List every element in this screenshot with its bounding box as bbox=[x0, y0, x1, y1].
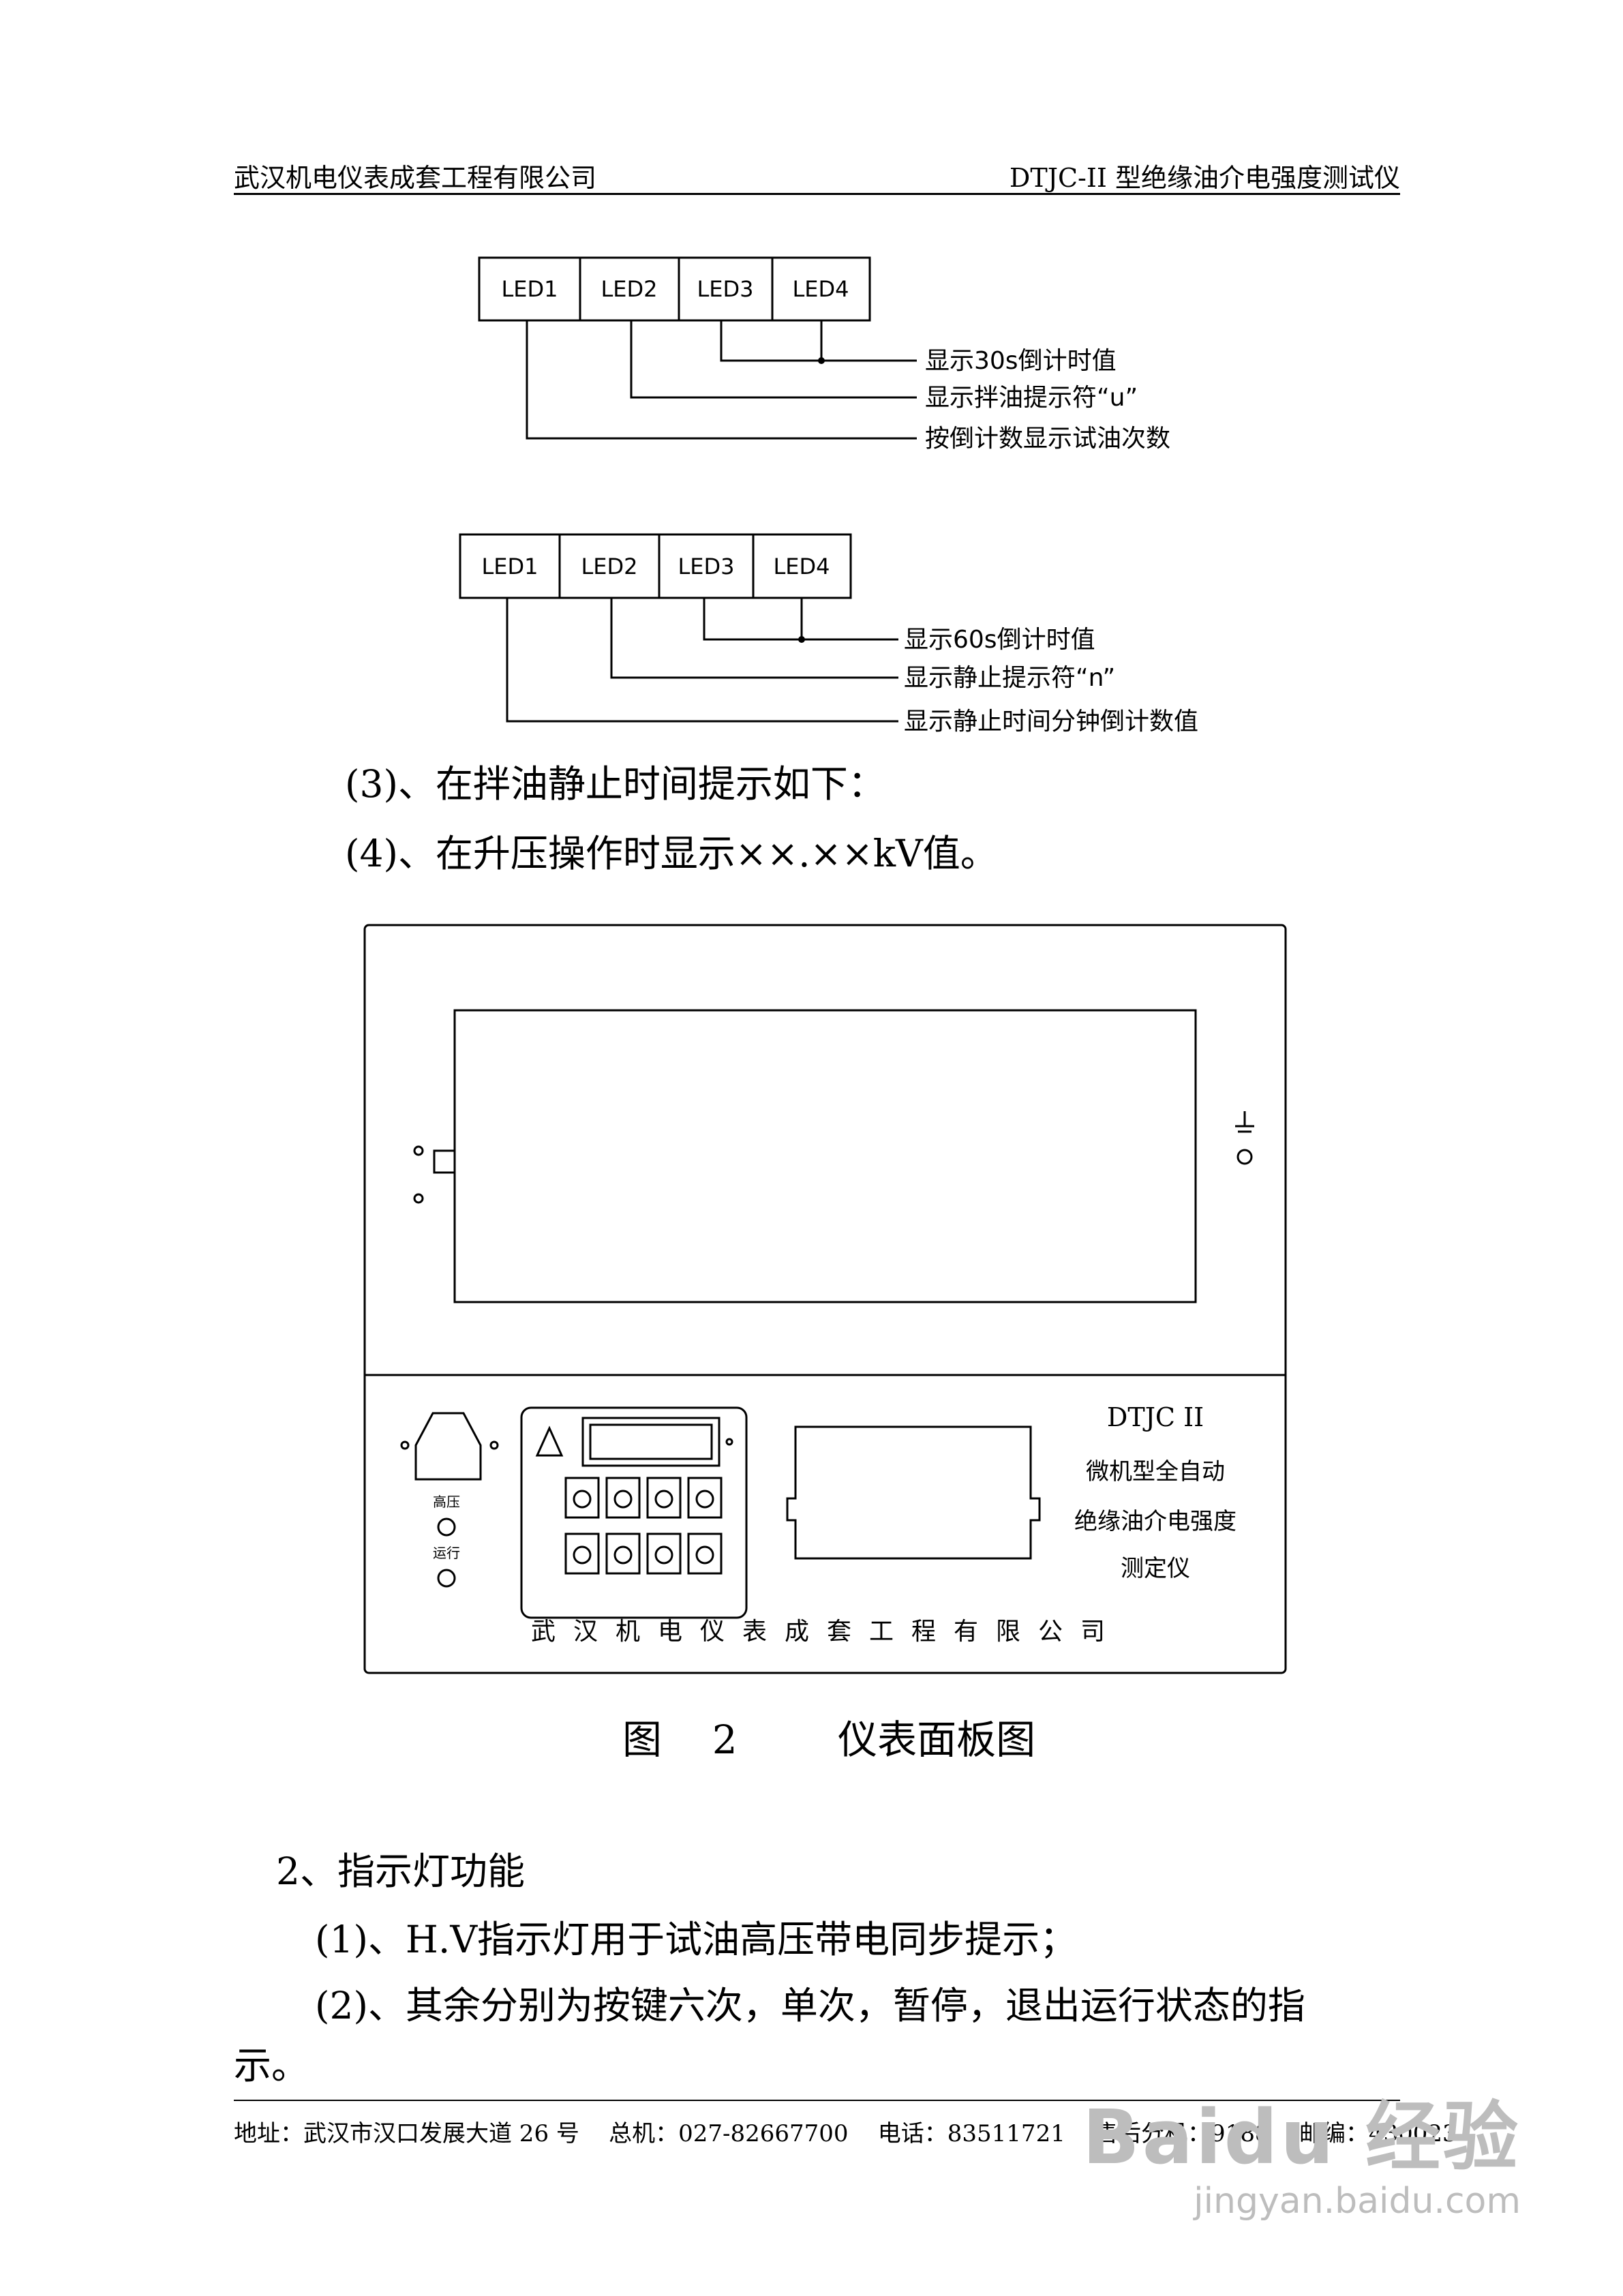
d2-cell-4: LED4 bbox=[773, 554, 830, 579]
d1-label-2: 显示拌油提示符“u” bbox=[925, 384, 1138, 412]
control-module bbox=[520, 1406, 748, 1619]
paragraph-3: (3)、在拌油静止时间提示如下： bbox=[345, 762, 885, 806]
watermark-url: jingyan.baidu.com bbox=[1194, 2181, 1521, 2222]
panel-maker: 武汉机电仪表成套工程有限公司 bbox=[531, 1618, 1123, 1646]
d1-cell-1: LED1 bbox=[501, 276, 558, 302]
d2-cell-2: LED2 bbox=[581, 554, 637, 579]
printer-slot bbox=[786, 1425, 1041, 1560]
footer-divider bbox=[234, 2100, 1400, 2101]
panel-name-line1: 微机型全自动 bbox=[1086, 1458, 1225, 1485]
watermark-brand: Baidu 经验 bbox=[1082, 2094, 1521, 2181]
power-socket bbox=[400, 1412, 499, 1481]
d2-label-1: 显示60s倒计时值 bbox=[904, 626, 1095, 654]
d2-cell-1: LED1 bbox=[481, 554, 538, 579]
run-indicator bbox=[437, 1569, 456, 1588]
hv-indicator bbox=[437, 1517, 456, 1537]
footer-info: 地址：武汉市汉口发展大道 26 号 总机：027-82667700 电话：835… bbox=[234, 2120, 1457, 2147]
run-indicator-label: 运行 bbox=[433, 1545, 460, 1561]
d1-cell-2: LED2 bbox=[601, 276, 657, 302]
panel-model: DTJC II bbox=[1107, 1402, 1204, 1432]
hv-indicator-label: 高压 bbox=[433, 1494, 460, 1510]
panel-outline bbox=[363, 924, 1287, 1674]
keypad bbox=[564, 1477, 723, 1575]
header-divider bbox=[234, 193, 1400, 195]
section-item-2-line1: (2)、其余分别为按键六次，单次，暂停，退出运行状态的指 bbox=[315, 1984, 1305, 2027]
d1-cell-3: LED3 bbox=[697, 276, 753, 302]
watermark: Baidu 经验 jingyan.baidu.com bbox=[1082, 2076, 1521, 2222]
panel-name-line3: 测定仪 bbox=[1121, 1555, 1190, 1582]
section-item-2-line2: 示。 bbox=[234, 2044, 309, 2087]
d1-label-3: 按倒计数显示试油次数 bbox=[925, 425, 1170, 453]
header-product: DTJC-II 型绝缘油介电强度测试仪 bbox=[1009, 163, 1400, 193]
led-diagram-1: LED1 LED2 LED3 LED4 显示30s倒计时值 显示拌油提示符“u”… bbox=[459, 256, 1198, 736]
figure-caption: 图 2 仪表面板图 bbox=[622, 1717, 1036, 1763]
section-item-1: (1)、H.V指示灯用于试油高压带电同步提示； bbox=[315, 1918, 1078, 1961]
display-window bbox=[453, 1009, 1197, 1303]
d2-label-2: 显示静止提示符“n” bbox=[904, 664, 1115, 692]
panel-name-line2: 绝缘油介电强度 bbox=[1074, 1508, 1237, 1535]
d2-cell-3: LED3 bbox=[678, 554, 734, 579]
d1-cell-4: LED4 bbox=[792, 276, 849, 302]
d1-label-1: 显示30s倒计时值 bbox=[925, 347, 1117, 375]
d2-label-3: 显示静止时间分钟倒计数值 bbox=[904, 708, 1198, 736]
header-company: 武汉机电仪表成套工程有限公司 bbox=[234, 163, 597, 193]
section-title: 2、指示灯功能 bbox=[276, 1849, 525, 1893]
paragraph-4: (4)、在升压操作时显示××.××kV值。 bbox=[345, 832, 998, 875]
instrument-panel-figure: 高压 运行 DTJC II 微机型全自动 绝缘油介电强度 测定仪 武汉机电仪表成… bbox=[363, 924, 1287, 1674]
